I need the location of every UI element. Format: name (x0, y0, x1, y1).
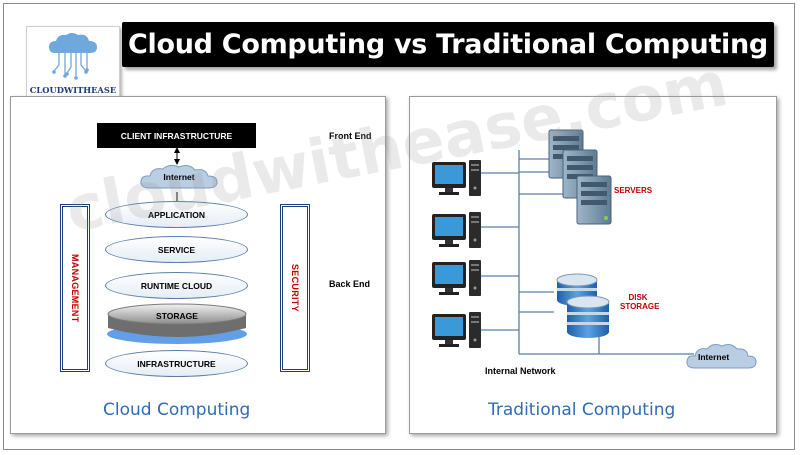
servers-icon (548, 129, 612, 225)
internet-cloud-icon-right (686, 344, 757, 369)
storage-disk-icon (107, 303, 247, 344)
layer-infrastructure: INFRASTRUCTURE (105, 350, 248, 377)
title-banner: Cloud Computing vs Traditional Computing (122, 22, 774, 67)
disk-storage-icon (556, 273, 610, 338)
layer-service: SERVICE (105, 236, 248, 263)
internal-network-label: Internal Network (485, 366, 556, 376)
page-title: Cloud Computing vs Traditional Computing (128, 29, 768, 60)
cloud-circuit-icon (49, 33, 97, 80)
workstation-icon-3 (432, 260, 481, 296)
internet-label-cloud: Internet (163, 172, 195, 182)
client-infrastructure-label: CLIENT INFRASTRUCTURE (120, 130, 233, 141)
layer-service-label: SERVICE (157, 244, 196, 255)
disk-label-line2: STORAGE (620, 302, 660, 311)
security-label: SECURITY (290, 264, 300, 312)
cloud-computing-caption: Cloud Computing (103, 400, 251, 420)
layer-application: APPLICATION (105, 201, 248, 228)
front-end-label: Front End (329, 131, 372, 141)
layer-runtime-cloud: RUNTIME CLOUD (105, 272, 248, 299)
workstation-icon-4 (432, 312, 481, 348)
disk-storage-label: DISK STORAGE (620, 293, 660, 311)
management-label: MANAGEMENT (70, 253, 80, 323)
back-end-label: Back End (329, 279, 371, 289)
layer-infrastructure-label: INFRASTRUCTURE (137, 358, 216, 369)
servers-label: SERVERS (614, 186, 653, 195)
internet-cloud-icon (140, 164, 218, 189)
disk-label-line1: DISK (628, 293, 648, 302)
client-infrastructure-box: CLIENT INFRASTRUCTURE (97, 123, 256, 148)
security-box: SECURITY (280, 204, 310, 372)
workstation-icon-1 (432, 160, 481, 196)
layer-application-label: APPLICATION (148, 209, 205, 220)
network-lines (481, 150, 694, 355)
internet-label-right: Internet (698, 352, 730, 362)
workstation-icon-2 (432, 212, 481, 248)
traditional-computing-caption: Traditional Computing (488, 400, 676, 420)
layer-storage-label: STORAGE (156, 311, 198, 321)
logo-name: CLOUDWITHEASE (29, 85, 117, 95)
management-box: MANAGEMENT (60, 204, 90, 372)
layer-runtime-cloud-label: RUNTIME CLOUD (140, 280, 213, 291)
